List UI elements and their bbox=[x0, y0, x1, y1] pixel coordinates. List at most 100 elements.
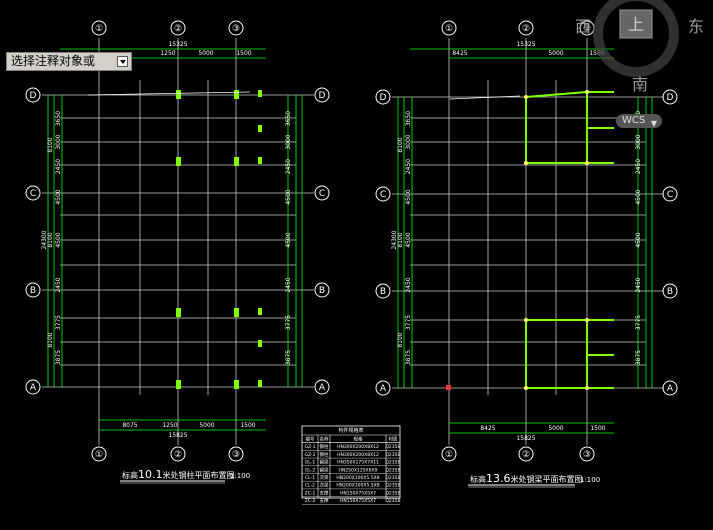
axis-bubble-label: A bbox=[380, 384, 387, 394]
axis-bubble-label: ② bbox=[522, 450, 530, 460]
right-dim-bottom-2: 5000 bbox=[548, 425, 563, 432]
viewcube-east[interactable]: 东 bbox=[688, 17, 704, 36]
ucs-label: WCS bbox=[622, 115, 646, 126]
left-dim-mid-1: 8100 bbox=[47, 137, 54, 152]
schedule-header: 编号 bbox=[306, 436, 315, 443]
right-dim-mid-2: 8100 bbox=[397, 232, 404, 247]
axis-bubble bbox=[662, 186, 678, 202]
inner-dim-label: 3650 bbox=[55, 111, 62, 126]
axis-bubble bbox=[518, 446, 534, 462]
inner-dim-label: 4500 bbox=[635, 232, 642, 247]
inner-dim-label: 3775 bbox=[285, 315, 292, 330]
axis-bubble-label: B bbox=[319, 286, 325, 296]
axis-bubble-label: ③ bbox=[232, 24, 240, 34]
inner-dim-label: 4500 bbox=[285, 232, 292, 247]
left-dim-outer: 24300 bbox=[41, 230, 48, 249]
inner-dim-label: 3775 bbox=[635, 315, 642, 330]
axis-bubble-label: ① bbox=[95, 24, 103, 34]
left-dim-top-1: 1250 bbox=[160, 50, 175, 57]
chevron-down-icon[interactable] bbox=[117, 56, 128, 67]
schedule-cell: 钢梁 bbox=[320, 466, 329, 473]
axis-bubble bbox=[579, 446, 595, 462]
right-dim-bottom-3: 1500 bbox=[590, 425, 605, 432]
axis-bubble bbox=[91, 446, 107, 462]
schedule-cell: Q235B bbox=[385, 490, 400, 496]
schedule-cell: GZ-2 bbox=[305, 452, 316, 458]
axis-bubble bbox=[441, 446, 457, 462]
inner-dim-label: 3875 bbox=[405, 350, 412, 365]
schedule-cell: Q235B bbox=[385, 467, 400, 473]
inner-dim-label: 3000 bbox=[285, 134, 292, 149]
right-dim-top-total: 15325 bbox=[516, 41, 535, 48]
command-prompt-text: 选择注释对象或 bbox=[11, 54, 96, 68]
axis-bubble-label: D bbox=[30, 91, 37, 101]
axis-bubble-label: B bbox=[667, 287, 673, 297]
schedule-title: 构件规格表 bbox=[338, 427, 363, 434]
inner-dim-label: 2450 bbox=[405, 277, 412, 292]
axis-bubble bbox=[91, 20, 107, 36]
schedule-cell: Q235B bbox=[385, 444, 400, 450]
right-dim-top-2: 5000 bbox=[548, 50, 563, 57]
axis-bubble-label: A bbox=[667, 384, 674, 394]
axis-bubble-label: D bbox=[319, 91, 326, 101]
inner-dim-label: 3000 bbox=[405, 134, 412, 149]
left-dim-bottom-2: 1250 bbox=[162, 422, 177, 429]
inner-dim-label: 4500 bbox=[405, 232, 412, 247]
schedule-cell: Q235B bbox=[385, 452, 400, 458]
axis-bubble-label: ② bbox=[174, 24, 182, 34]
inner-dim-label: 2450 bbox=[635, 159, 642, 174]
axis-bubble bbox=[375, 283, 391, 299]
schedule-header: 材质 bbox=[389, 436, 398, 443]
axis-bubble-label: C bbox=[667, 190, 673, 200]
schedule-cell: ZC-1 bbox=[305, 490, 316, 496]
schedule-cell: GL-2 bbox=[305, 467, 316, 473]
schedule-cell: Q235B bbox=[385, 460, 400, 466]
axis-bubble bbox=[170, 446, 186, 462]
axis-bubble bbox=[662, 89, 678, 105]
schedule-cell: 支撑 bbox=[320, 497, 329, 504]
axis-bubble bbox=[314, 185, 330, 201]
inner-dim-label: 4500 bbox=[285, 189, 292, 204]
schedule-cell: Q235B bbox=[385, 483, 400, 489]
schedule-cell: CL-1 bbox=[305, 475, 315, 481]
axis-bubble bbox=[662, 380, 678, 396]
axis-bubble-label: ① bbox=[95, 450, 103, 460]
schedule-cell: HN300X200X8X12 bbox=[337, 452, 379, 458]
viewcube[interactable]: 西 上 东 南 bbox=[575, 0, 704, 94]
inner-dim-label: 3775 bbox=[405, 315, 412, 330]
schedule-cell: 钢柱 bbox=[320, 443, 329, 450]
inner-dim-label: 3650 bbox=[285, 111, 292, 126]
schedule-cell: CL-2 bbox=[305, 483, 315, 489]
left-dim-top-2: 5000 bbox=[198, 50, 213, 57]
left-dim-top-3: 1500 bbox=[236, 50, 251, 57]
axis-bubble-label: A bbox=[319, 383, 326, 393]
axis-bubble-label: ② bbox=[174, 450, 182, 460]
viewcube-west[interactable]: 西 bbox=[575, 17, 591, 36]
viewcube-top[interactable]: 上 bbox=[628, 15, 644, 34]
left-plan-scale: 1:100 bbox=[230, 472, 250, 480]
command-prompt-dropdown[interactable]: 选择注释对象或 bbox=[6, 52, 132, 71]
inner-dim-label: 2450 bbox=[285, 277, 292, 292]
schedule-cell: ZC-2 bbox=[305, 498, 316, 504]
axis-bubble bbox=[375, 186, 391, 202]
viewcube-top-face[interactable] bbox=[619, 9, 653, 39]
inner-dim-label: 2450 bbox=[635, 277, 642, 292]
viewcube-south[interactable]: 南 bbox=[632, 75, 648, 94]
right-dim-bottom-1: 8425 bbox=[480, 425, 495, 432]
right-dim-mid-3: 8100 bbox=[397, 332, 404, 347]
schedule-header: 规格 bbox=[354, 436, 363, 443]
inner-dim-label: 3650 bbox=[405, 111, 412, 126]
axis-bubble-label: ① bbox=[445, 450, 453, 460]
axis-bubble-label: C bbox=[30, 189, 36, 199]
axis-bubble bbox=[314, 379, 330, 395]
chevron-down-icon: ▼ bbox=[650, 119, 657, 128]
axis-bubble bbox=[228, 20, 244, 36]
ucs-menu-button[interactable]: WCS ▼ bbox=[616, 114, 662, 128]
axis-bubble-label: C bbox=[380, 190, 386, 200]
axis-bubble bbox=[662, 283, 678, 299]
inner-dim-label: 2450 bbox=[405, 159, 412, 174]
left-plan-title: 标高10.1米处钢柱平面布置图 bbox=[122, 468, 235, 481]
inner-dim-label: 3775 bbox=[55, 315, 62, 330]
